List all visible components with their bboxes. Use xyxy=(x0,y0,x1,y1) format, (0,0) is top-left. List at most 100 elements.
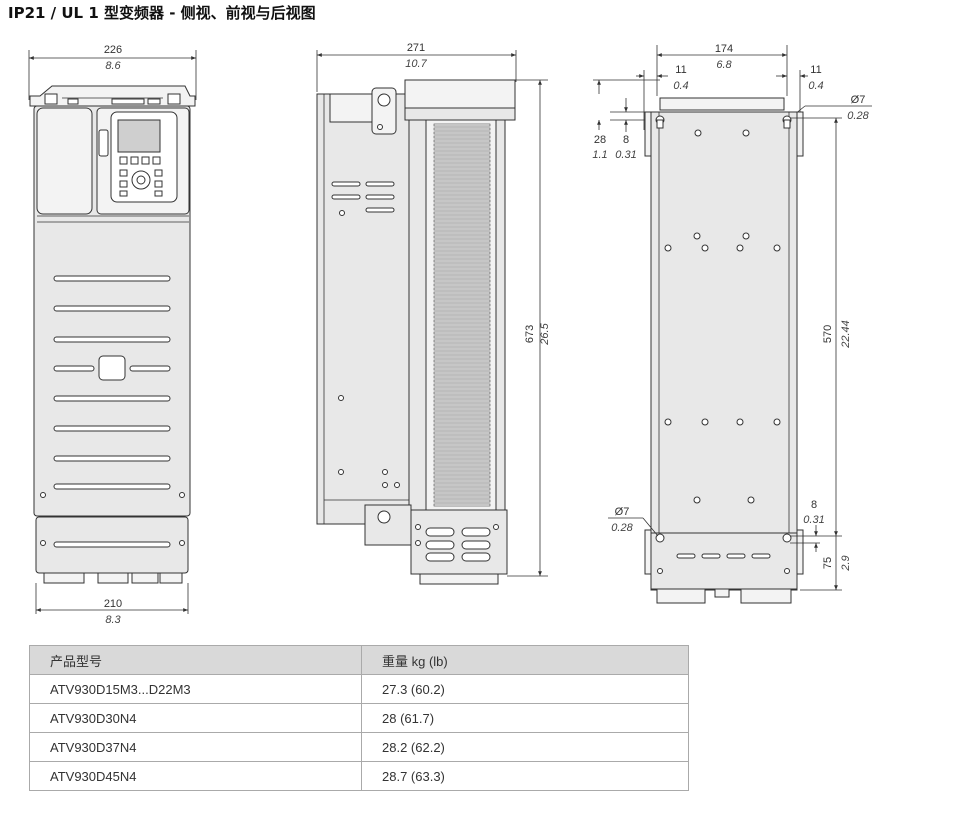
fin-slot xyxy=(433,259,491,263)
fin-slot xyxy=(433,495,491,499)
side-view: 271 10.7 xyxy=(316,42,551,585)
fin-slot xyxy=(433,203,491,207)
fin-slot xyxy=(433,143,491,147)
rear-bottom-75-in: 2.9 xyxy=(840,555,852,571)
mounting-hole xyxy=(773,418,781,426)
fin-slot xyxy=(433,199,491,203)
fin-slot xyxy=(433,247,491,251)
heatsink-fins xyxy=(433,123,491,507)
fin-slot xyxy=(433,315,491,319)
mounting-hole xyxy=(736,418,744,426)
fin-slot xyxy=(433,195,491,199)
table-row: ATV930D15M3...D22M3 27.3 (60.2) xyxy=(29,674,689,704)
fin-slot xyxy=(433,391,491,395)
fin-slot xyxy=(433,503,491,507)
mounting-hole xyxy=(694,129,702,137)
side-depth-mm: 271 xyxy=(407,42,425,54)
fin-slot xyxy=(433,211,491,215)
fin-slot xyxy=(433,467,491,471)
fin-slot xyxy=(433,179,491,183)
fin-slot xyxy=(433,447,491,451)
fin-slot xyxy=(433,355,491,359)
dimension-drawing: 226 8.6 xyxy=(28,42,872,626)
fin-slot xyxy=(433,191,491,195)
fin-slot xyxy=(433,271,491,275)
rear-view: 174 6.8 11 0.4 11 0.4 Ø7 0.28 28 1.1 8 0… xyxy=(592,43,872,604)
fin-slot xyxy=(433,127,491,131)
mounting-hole xyxy=(664,244,672,252)
rear-hole-spacing-mm: 570 xyxy=(822,325,834,343)
mounting-hole xyxy=(701,418,709,426)
rear-bottom-75-mm: 75 xyxy=(822,557,834,569)
fin-slot xyxy=(433,443,491,447)
fin-slot xyxy=(433,475,491,479)
fin-slot xyxy=(433,291,491,295)
fin-slot xyxy=(433,151,491,155)
fin-slot xyxy=(433,255,491,259)
fin-slot xyxy=(433,223,491,227)
mounting-hole xyxy=(742,232,750,240)
fin-slot xyxy=(433,499,491,503)
fin-slot xyxy=(433,263,491,267)
rear-top-28-mm: 28 xyxy=(594,134,606,146)
fin-slot xyxy=(433,351,491,355)
fin-slot xyxy=(433,431,491,435)
fin-slot xyxy=(433,463,491,467)
fin-slot xyxy=(433,235,491,239)
fin-slot xyxy=(433,159,491,163)
fin-slot xyxy=(433,367,491,371)
fin-slot xyxy=(433,171,491,175)
fin-slot xyxy=(433,243,491,247)
fin-slot xyxy=(433,323,491,327)
weight-cell: 28.7 (63.3) xyxy=(361,761,689,791)
table-row: ATV930D37N4 28.2 (62.2) xyxy=(29,732,689,762)
fin-slot xyxy=(433,419,491,423)
fin-slot xyxy=(433,371,491,375)
fin-slot xyxy=(433,435,491,439)
fin-slot xyxy=(433,331,491,335)
fin-slot xyxy=(433,135,491,139)
mounting-hole xyxy=(701,244,709,252)
mounting-hole xyxy=(664,418,672,426)
model-cell: ATV930D37N4 xyxy=(29,732,362,762)
rear-top-hole-dia-in: 0.28 xyxy=(847,110,869,122)
rear-width-mm: 174 xyxy=(715,43,733,55)
fin-slot xyxy=(433,407,491,411)
fin-slot xyxy=(433,347,491,351)
fin-slot xyxy=(433,123,491,127)
fin-slot xyxy=(433,395,491,399)
rear-bottom-8-mm: 8 xyxy=(811,499,817,511)
fin-slot xyxy=(433,451,491,455)
mounting-hole xyxy=(736,244,744,252)
fin-slot xyxy=(433,303,491,307)
fin-slot xyxy=(433,427,491,431)
fin-slot xyxy=(433,375,491,379)
fin-slot xyxy=(433,227,491,231)
rear-bottom-8-in: 0.31 xyxy=(803,514,824,526)
front-bottom-width-in: 8.3 xyxy=(105,614,121,626)
weight-cell: 27.3 (60.2) xyxy=(361,674,689,704)
fin-slot xyxy=(433,471,491,475)
model-cell: ATV930D45N4 xyxy=(29,761,362,791)
mounting-hole xyxy=(693,232,701,240)
rear-bottom-hole-dia-in: 0.28 xyxy=(611,522,633,534)
rear-width-in: 6.8 xyxy=(716,59,732,71)
fin-slot xyxy=(433,283,491,287)
fin-slot xyxy=(433,487,491,491)
weight-cell: 28.2 (62.2) xyxy=(361,732,689,762)
fin-slot xyxy=(433,363,491,367)
fin-slot xyxy=(433,479,491,483)
rear-top-8-in: 0.31 xyxy=(615,149,636,161)
header-weight: 重量 kg (lb) xyxy=(361,645,689,675)
fin-slot xyxy=(433,423,491,427)
fin-slot xyxy=(433,131,491,135)
mounting-hole xyxy=(773,244,781,252)
fin-slot xyxy=(433,455,491,459)
front-view: 226 8.6 xyxy=(28,44,197,626)
fin-slot xyxy=(433,239,491,243)
front-bottom-width-mm: 210 xyxy=(104,598,122,610)
fin-slot xyxy=(433,163,491,167)
fin-slot xyxy=(433,183,491,187)
rear-top-8-mm: 8 xyxy=(623,134,629,146)
fin-slot xyxy=(433,343,491,347)
